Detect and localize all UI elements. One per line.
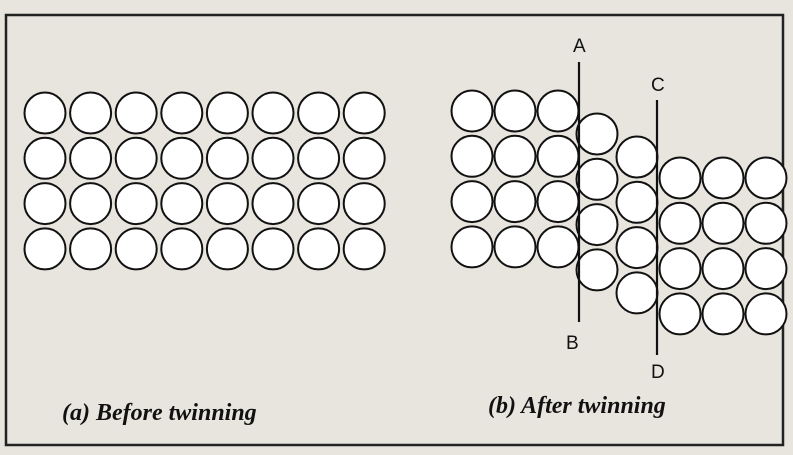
- atom-after-right: [746, 248, 787, 289]
- atom-before: [253, 228, 294, 269]
- atom-twinned: [577, 159, 618, 200]
- atom-before: [253, 93, 294, 134]
- atom-before: [161, 183, 202, 224]
- atom-after-left: [452, 91, 493, 132]
- atom-before: [70, 93, 111, 134]
- atom-twinned: [577, 114, 618, 155]
- atom-after-left: [538, 91, 579, 132]
- atom-before: [116, 138, 157, 179]
- caption-after-twinning: (b) After twinning: [488, 393, 666, 420]
- atom-before: [344, 183, 385, 224]
- atom-before: [344, 138, 385, 179]
- atom-twinned: [617, 227, 658, 268]
- atom-before: [25, 93, 66, 134]
- atom-before: [161, 93, 202, 134]
- atom-before: [207, 138, 248, 179]
- atom-before: [298, 138, 339, 179]
- atom-before: [25, 183, 66, 224]
- before-twinning-lattice: [25, 93, 385, 270]
- atom-before: [207, 183, 248, 224]
- atom-after-right: [660, 293, 701, 334]
- after-twinning-lattice: [452, 91, 787, 335]
- atom-twinned: [617, 272, 658, 313]
- atom-after-left: [538, 136, 579, 177]
- atom-after-right: [746, 203, 787, 244]
- atom-before: [344, 93, 385, 134]
- atom-after-right: [746, 158, 787, 199]
- atom-before: [25, 228, 66, 269]
- atom-after-left: [495, 136, 536, 177]
- plane-label-d: D: [651, 362, 665, 384]
- atom-before: [253, 138, 294, 179]
- caption-before-twinning: (a) Before twinning: [62, 400, 257, 427]
- plane-label-b: B: [566, 333, 579, 355]
- atom-before: [298, 183, 339, 224]
- atom-before: [344, 228, 385, 269]
- atom-after-right: [703, 158, 744, 199]
- atom-before: [253, 183, 294, 224]
- atom-after-left: [452, 136, 493, 177]
- atom-twinned: [577, 249, 618, 290]
- atom-after-right: [660, 158, 701, 199]
- atom-after-left: [495, 91, 536, 132]
- atom-before: [161, 228, 202, 269]
- atom-before: [298, 228, 339, 269]
- atom-twinned: [577, 204, 618, 245]
- atom-twinned: [617, 137, 658, 178]
- atom-after-right: [660, 248, 701, 289]
- atom-after-right: [703, 203, 744, 244]
- atom-after-right: [746, 293, 787, 334]
- atom-before: [70, 138, 111, 179]
- atom-after-left: [452, 181, 493, 222]
- atom-before: [207, 228, 248, 269]
- atom-before: [25, 138, 66, 179]
- atom-after-left: [538, 226, 579, 267]
- atom-before: [70, 228, 111, 269]
- atom-after-left: [495, 226, 536, 267]
- atom-after-left: [452, 226, 493, 267]
- atom-after-right: [703, 293, 744, 334]
- atom-after-right: [660, 203, 701, 244]
- atom-after-left: [538, 181, 579, 222]
- atom-after-right: [703, 248, 744, 289]
- atom-before: [116, 183, 157, 224]
- atom-before: [298, 93, 339, 134]
- atom-before: [116, 228, 157, 269]
- atom-before: [116, 93, 157, 134]
- atom-before: [70, 183, 111, 224]
- plane-label-c: C: [651, 75, 665, 97]
- atom-before: [207, 93, 248, 134]
- atom-after-left: [495, 181, 536, 222]
- plane-label-a: A: [573, 36, 586, 58]
- atom-twinned: [617, 182, 658, 223]
- atom-before: [161, 138, 202, 179]
